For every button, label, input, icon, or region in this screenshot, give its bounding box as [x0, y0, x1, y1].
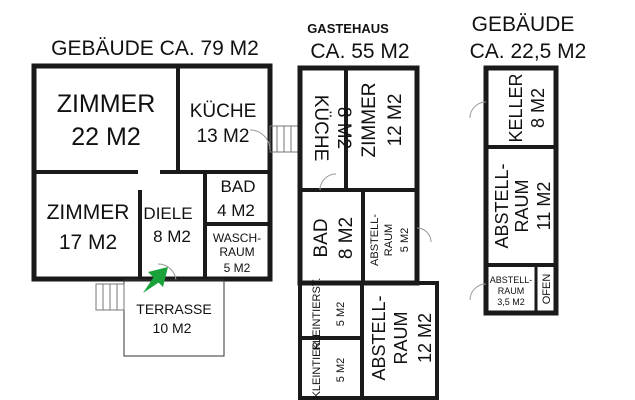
g-abstell-large-name-2: RAUM [391, 312, 411, 365]
g-abstell-large-area: 12 M2 [415, 313, 435, 363]
terrasse-name: TERRASSE [136, 301, 211, 317]
g-bad-area: 8 M2 [336, 217, 357, 259]
room-zimmer-22-name: ZIMMER [57, 90, 156, 118]
room-waschraum-area: 5 M2 [224, 261, 251, 275]
door-t-keller [469, 101, 487, 119]
g-zimmer-name: ZIMMER [359, 83, 380, 158]
third-building: GEBÄUDE CA. 22,5 M2 KELLER 8 M2 ABSTELL-… [469, 13, 587, 316]
t-keller-area: 8 M2 [528, 88, 548, 128]
third-outer-wall [483, 65, 559, 316]
door-g-kueche [319, 173, 337, 191]
terrasse-area: 10 M2 [153, 320, 192, 336]
t-abstell-small-name-2: RAUM [498, 286, 525, 296]
g-kleinterst-name: KLEINTIERST. [311, 278, 323, 351]
room-kueche-name: KÜCHE [190, 101, 257, 122]
g-bad-name: BAD [311, 218, 332, 257]
guest-house-title: GASTEHAUS [307, 21, 389, 36]
room-waschraum-name-2: RAUM [219, 245, 254, 259]
g-kleintier-name: KLEINTIER [311, 342, 323, 399]
room-bad-name: BAD [221, 177, 256, 196]
door-diele [157, 263, 177, 281]
g-kueche-name: KÜCHE [310, 95, 331, 162]
door-g-abstell [416, 227, 432, 243]
t-ofen-name: OFEN [541, 274, 553, 305]
t-abstell-small-area: 3,5 M2 [497, 297, 525, 307]
room-zimmer-17-area: 17 M2 [59, 231, 117, 254]
g-abstell-small-name-2: RAUM [383, 224, 395, 256]
main-building: GEBÄUDE CA. 79 M2 [31, 37, 299, 357]
t-abstell-large-name-1: ABSTELL- [492, 163, 512, 248]
room-bad-area: 4 M2 [217, 201, 255, 220]
room-zimmer-17-name: ZIMMER [47, 201, 130, 224]
door-t-abstell [469, 283, 487, 301]
stairs-terrasse [95, 283, 125, 311]
g-kleinterst-area: 5 M2 [335, 302, 347, 326]
room-diele-name: DIELE [143, 204, 192, 223]
t-abstell-small-name-1: ABSTELL- [490, 275, 533, 285]
g-kueche-area: 8 M2 [333, 107, 354, 149]
room-waschraum-name-1: WASCH- [213, 231, 261, 245]
g-abstell-small-name-1: ABSTELL- [369, 214, 381, 266]
t-abstell-large-name-2: RAUM [512, 180, 532, 233]
main-building-title: GEBÄUDE CA. 79 M2 [51, 37, 259, 60]
entry-arrow-icon [143, 267, 168, 293]
guest-house-area: CA. 55 M2 [310, 40, 409, 63]
stairs-kitchen [269, 125, 299, 153]
third-building-title: GEBÄUDE [472, 13, 575, 36]
room-kueche-area: 13 M2 [197, 126, 250, 147]
t-abstell-large-area: 11 M2 [534, 182, 554, 231]
third-building-area: CA. 22,5 M2 [470, 40, 587, 63]
g-kleintier-area: 5 M2 [335, 358, 347, 382]
room-diele-area: 8 M2 [153, 227, 191, 246]
g-abstell-large-name-1: ABSTELL- [369, 295, 389, 380]
g-abstell-small-area: 5 M2 [399, 228, 411, 252]
guest-lower-wall [298, 281, 439, 400]
room-zimmer-22-area: 22 M2 [71, 123, 140, 151]
guest-house: GASTEHAUS CA. 55 M2 KÜCHE 8 M2 ZIMMER 12… [297, 21, 439, 400]
terrasse-outline [123, 279, 225, 357]
door-kueche [249, 129, 271, 151]
g-zimmer-area: 12 M2 [385, 94, 406, 147]
t-keller-name: KELLER [506, 73, 526, 142]
